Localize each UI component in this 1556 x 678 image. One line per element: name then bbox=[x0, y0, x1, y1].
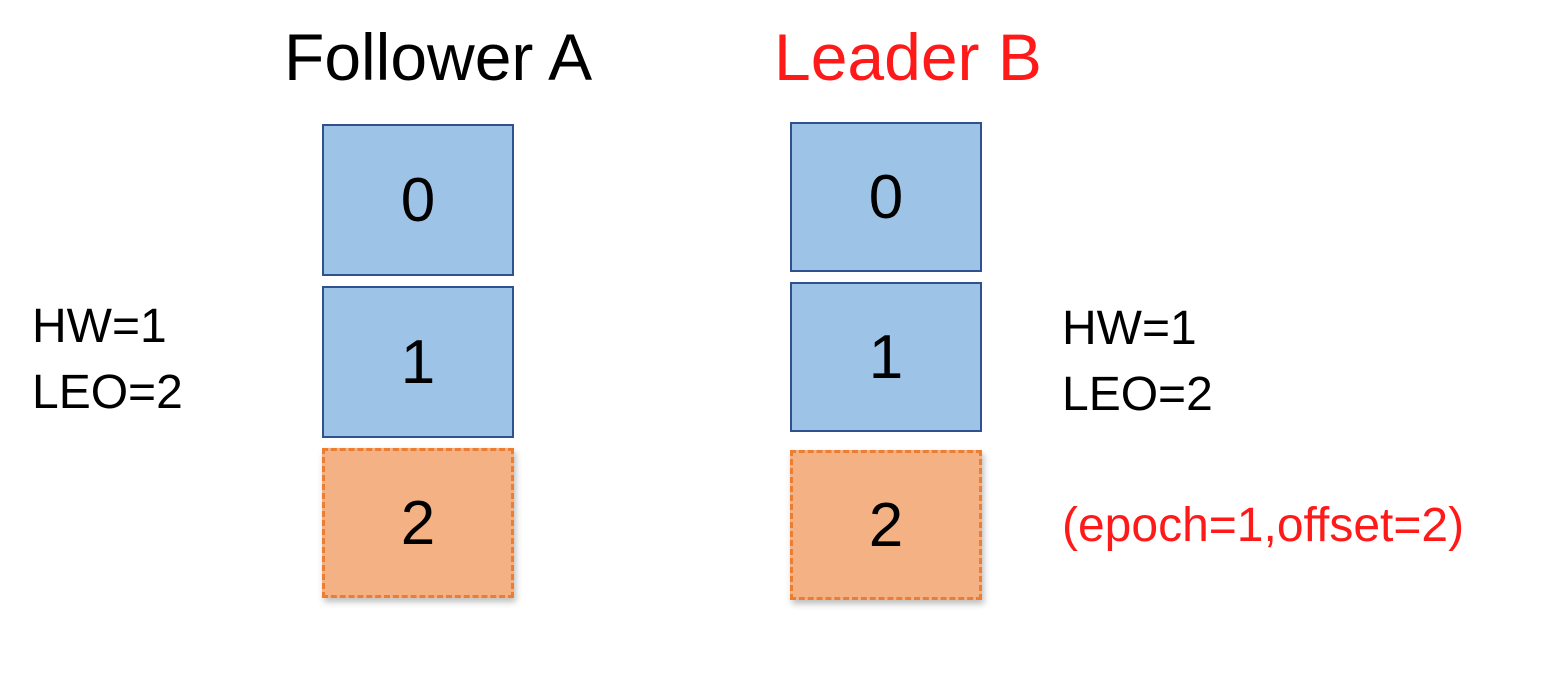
leader-log-entry-0-label: 0 bbox=[868, 162, 904, 232]
follower-log-entry-1: 1 bbox=[322, 286, 514, 438]
leader-log-entry-2: 2 bbox=[790, 450, 982, 600]
leader-log-entry-1: 1 bbox=[790, 282, 982, 432]
follower-log-entry-0-label: 0 bbox=[400, 165, 436, 235]
leader-epoch-note: (epoch=1,offset=2) bbox=[1062, 499, 1465, 552]
follower-log-entry-1-label: 1 bbox=[400, 327, 436, 397]
follower-log-entry-2: 2 bbox=[322, 448, 514, 598]
follower-offsets: HW=1 LEO=2 bbox=[32, 294, 183, 426]
leader-log-entry-2-label: 2 bbox=[868, 490, 904, 560]
leader-offsets: HW=1 LEO=2 bbox=[1062, 296, 1213, 428]
leader-title: Leader B bbox=[774, 20, 1042, 94]
follower-log-entry-0: 0 bbox=[322, 124, 514, 276]
leader-log-entry-0: 0 bbox=[790, 122, 982, 272]
follower-leo: LEO=2 bbox=[32, 366, 183, 419]
follower-hw: HW=1 bbox=[32, 300, 167, 353]
follower-title: Follower A bbox=[284, 20, 593, 94]
leader-hw: HW=1 bbox=[1062, 302, 1197, 355]
follower-log-entry-2-label: 2 bbox=[400, 488, 436, 558]
leader-log-entry-1-label: 1 bbox=[868, 322, 904, 392]
leader-leo: LEO=2 bbox=[1062, 368, 1213, 421]
